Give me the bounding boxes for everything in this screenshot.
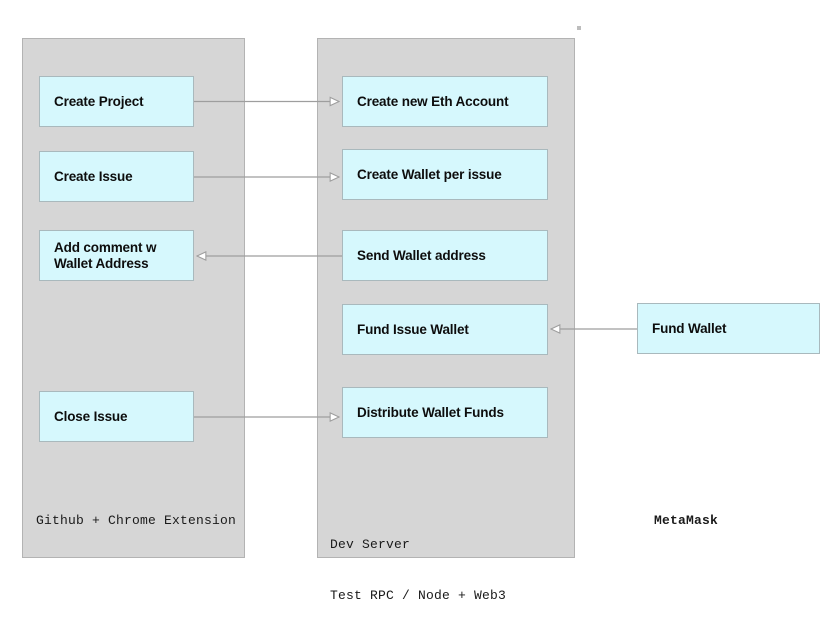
swimlane-caption-metamask: MetaMask <box>654 513 719 528</box>
node-add-comment-label-line2: Wallet Address <box>54 255 149 271</box>
node-fund-issue-wallet-label: Fund Issue Wallet <box>357 321 469 337</box>
node-send-wallet-address[interactable]: Send Wallet address <box>342 230 548 281</box>
node-fund-issue-wallet[interactable]: Fund Issue Wallet <box>342 304 548 355</box>
node-create-project[interactable]: Create Project <box>39 76 194 127</box>
swimlane-caption-dev-server: Dev Server Test RPC / Node + Web3 <box>330 502 506 638</box>
node-close-issue-label: Close Issue <box>54 408 128 424</box>
swimlane-caption-dev-server-line2: Test RPC / Node + Web3 <box>330 588 507 603</box>
node-send-wallet-address-label: Send Wallet address <box>357 247 486 263</box>
swimlane-caption-dev-server-line1: Dev Server <box>330 537 411 552</box>
node-add-comment-with-wallet-address[interactable]: Add comment w Wallet Address <box>39 230 194 281</box>
node-create-project-label: Create Project <box>54 93 144 109</box>
swimlane-caption-github: Github + Chrome Extension <box>36 513 237 528</box>
node-add-comment-label: Add comment w Wallet Address <box>54 240 156 272</box>
node-distribute-wallet-funds-label: Distribute Wallet Funds <box>357 404 504 420</box>
node-create-new-eth-account[interactable]: Create new Eth Account <box>342 76 548 127</box>
node-add-comment-label-line1: Add comment w <box>54 239 157 255</box>
node-fund-wallet-label: Fund Wallet <box>652 320 727 336</box>
node-create-wallet-per-issue-label: Create Wallet per issue <box>357 166 502 182</box>
node-distribute-wallet-funds[interactable]: Distribute Wallet Funds <box>342 387 548 438</box>
diagram-canvas: Create Project Create Issue Add comment … <box>22 26 820 603</box>
node-create-new-eth-account-label: Create new Eth Account <box>357 93 509 109</box>
node-close-issue[interactable]: Close Issue <box>39 391 194 442</box>
node-create-issue[interactable]: Create Issue <box>39 151 194 202</box>
node-create-wallet-per-issue[interactable]: Create Wallet per issue <box>342 149 548 200</box>
node-fund-wallet[interactable]: Fund Wallet <box>637 303 820 354</box>
node-create-issue-label: Create Issue <box>54 168 133 184</box>
stray-mark-artifact <box>577 26 581 30</box>
